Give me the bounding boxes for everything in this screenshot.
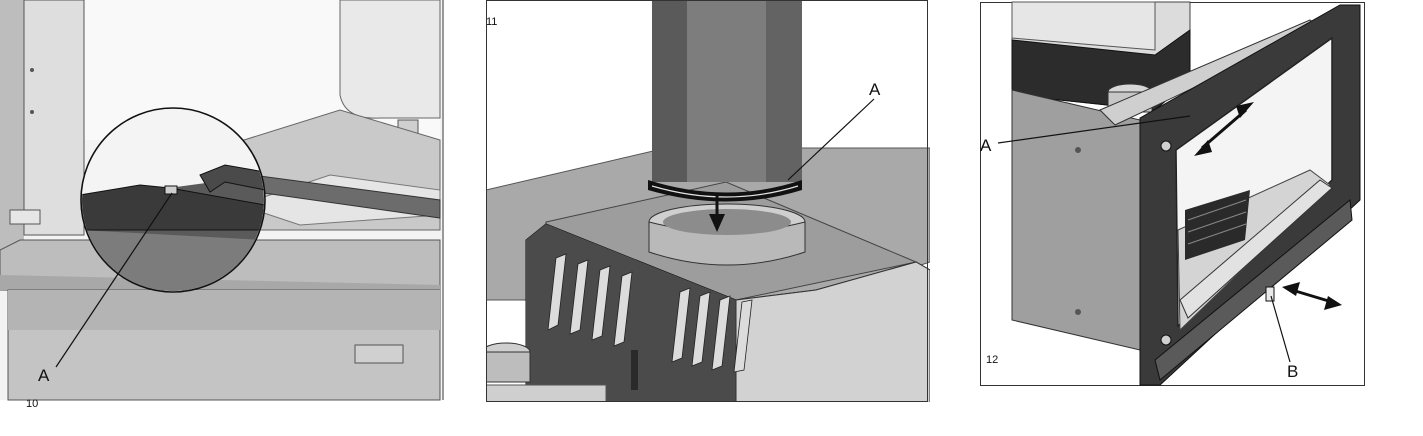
callout-label-a: A xyxy=(38,366,50,385)
figure-11: 11 A xyxy=(486,0,930,436)
figure-11-illustration xyxy=(486,0,930,436)
figure-12: A 12 B xyxy=(980,0,1423,436)
figure-number: 12 xyxy=(986,354,999,366)
figure-12-illustration xyxy=(980,1,1365,386)
callout-label-a: A xyxy=(980,136,992,155)
callout-label-b: B xyxy=(1287,362,1299,381)
figure-number: 10 xyxy=(26,398,39,410)
figure-number: 11 xyxy=(486,16,498,28)
figure-10: A 10 xyxy=(0,0,445,436)
figure-10-illustration xyxy=(0,0,444,401)
callout-label-a: A xyxy=(869,80,881,99)
